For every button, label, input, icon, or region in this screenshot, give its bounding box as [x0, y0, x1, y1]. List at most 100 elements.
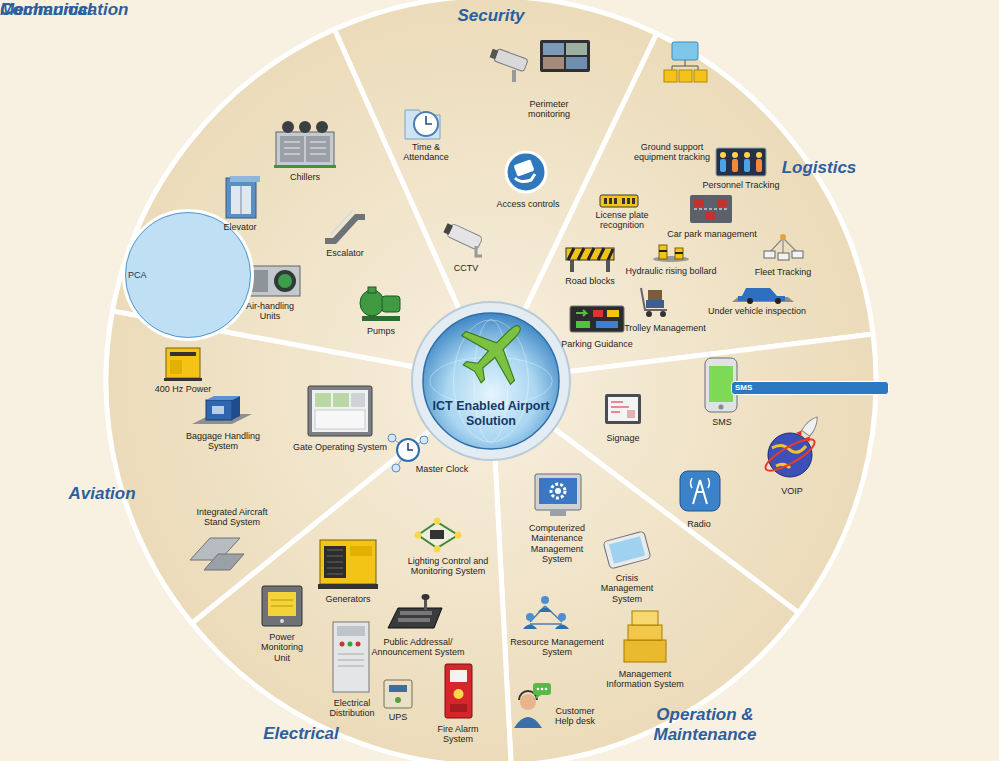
sms-badge: SMS: [731, 381, 889, 395]
maintenance-system-icon: [535, 474, 581, 516]
chiller-icon: [274, 121, 336, 168]
item-caption: Fire Alarm System: [433, 724, 483, 745]
gate-operating-system-icon-part: [351, 393, 365, 407]
caption-holder: Ground support equipment tracking: [630, 142, 715, 163]
bollard-icon-part: [659, 245, 667, 259]
generator-icon-part: [318, 584, 378, 589]
power-unit-icon-part: [170, 352, 196, 356]
perimeter-monitoring-icon-part: [540, 40, 590, 72]
caption-holder: Customer Help desk: [550, 706, 600, 727]
radio-icon-part: [693, 480, 707, 504]
chiller-icon-part: [274, 165, 336, 168]
power-monitor-icon-part: [271, 600, 293, 606]
mobile-phone-icon-part: [709, 366, 733, 402]
caption-holder: License plate recognition: [592, 210, 652, 231]
access-control-icon-part: [513, 159, 534, 176]
ups-icon-part: [395, 697, 401, 703]
distribution-panel-icon-part: [337, 626, 365, 636]
elevator-icon: [226, 176, 260, 218]
item-caption: Signage: [598, 433, 648, 443]
ground-support-icon-part: [672, 42, 698, 60]
license-plate-icon-part: [632, 198, 635, 204]
item-caption: Public Addressal/ Announcement System: [371, 637, 466, 658]
license-plate-icon-part: [614, 198, 617, 204]
trolley-icon-part: [646, 300, 664, 308]
sector-title: Operation & Maintenance: [640, 705, 770, 746]
item-caption: Trolley Management: [618, 323, 713, 333]
perimeter-monitoring-icon-part: [566, 57, 587, 69]
power-monitor-icon-part: [280, 619, 284, 623]
license-plate-icon-part: [600, 195, 638, 207]
item-caption: Hydraulic rising bollard: [616, 266, 726, 276]
license-plate-icon: [600, 195, 638, 207]
signage-icon-part: [611, 402, 629, 412]
power-monitor-icon: [262, 586, 302, 626]
gate-operating-system-icon: [308, 386, 372, 436]
air-handling-unit-icon-part: [274, 270, 296, 292]
car-park-icon-part: [690, 195, 732, 223]
trolley-icon-part: [648, 290, 662, 300]
item-caption: Road blocks: [560, 276, 620, 286]
personnel-tracking-icon-part: [744, 159, 750, 172]
gate-operating-system-icon-part: [333, 393, 349, 407]
parking-guidance-icon-part: [576, 321, 590, 328]
license-plate-icon-part: [609, 198, 612, 204]
hub-shape: [411, 301, 571, 461]
sector-title: Mechanical: [0, 0, 92, 20]
ground-support-icon-part: [694, 70, 707, 82]
public-address-icon-part: [398, 618, 430, 622]
sector-title: Security: [431, 6, 551, 26]
caption-holder: Crisis Management System: [597, 573, 657, 604]
maintenance-system-icon-part: [539, 478, 577, 504]
ups-icon: [384, 680, 412, 708]
item-caption: Power Monitoring Unit: [257, 632, 307, 663]
ground-support-icon-part: [679, 70, 692, 82]
personnel-tracking-icon-part: [756, 152, 762, 158]
item-caption: Electrical Distribution: [323, 698, 381, 719]
elevator-icon-part: [241, 186, 242, 214]
baggage-handling-icon-part: [212, 406, 224, 414]
caption-holder: Chillers: [280, 172, 330, 182]
personnel-tracking-icon-part: [720, 159, 726, 172]
item-caption: Under vehicle inspection: [702, 306, 812, 316]
radio-icon-part: [680, 471, 720, 511]
radio-icon-part: [691, 478, 710, 488]
item-caption: Lighting Control and Monitoring System: [402, 556, 494, 577]
personnel-tracking-icon: [716, 148, 766, 176]
distribution-panel-icon-part: [338, 654, 364, 666]
power-monitor-icon-part: [262, 586, 302, 626]
lighting-control-icon-part: [434, 546, 441, 553]
radio-icon: [680, 471, 720, 511]
caption-holder: SMS: [707, 417, 737, 427]
item-caption: Time & Attendance: [395, 142, 457, 163]
caption-holder: Parking Guidance: [555, 339, 640, 349]
parking-guidance-icon: [570, 306, 624, 332]
road-block-icon-part: [566, 248, 614, 260]
maintenance-system-icon-part: [551, 484, 565, 498]
power-unit-icon: [164, 348, 202, 381]
help-desk-icon-part: [520, 694, 536, 710]
chiller-icon-part: [276, 132, 334, 166]
help-desk-icon-part: [545, 688, 548, 691]
master-clock-icon-part: [388, 434, 396, 442]
item-caption: Radio: [679, 519, 719, 529]
personnel-tracking-icon-part: [720, 152, 726, 158]
hub-globe: [423, 313, 559, 449]
public-address-icon-part: [422, 594, 430, 600]
airplane: [448, 302, 544, 398]
information-system-icon-part: [632, 611, 658, 625]
gate-operating-system-icon-part: [312, 390, 368, 432]
item-caption: Pumps: [361, 326, 401, 336]
caption-holder: UPS: [383, 712, 413, 722]
lighting-control-icon-part: [455, 532, 462, 539]
signage-icon-part: [627, 410, 635, 418]
caption-holder: Trolley Management: [618, 323, 713, 333]
trolley-icon-part: [660, 311, 666, 317]
distribution-panel-icon-part: [333, 622, 369, 692]
caption-holder: Integrated Aircraft Stand System: [187, 507, 277, 528]
item-caption: Gate Operating System: [285, 442, 395, 452]
parking-guidance-icon-part: [596, 321, 618, 328]
help-desk-icon-part: [537, 688, 540, 691]
